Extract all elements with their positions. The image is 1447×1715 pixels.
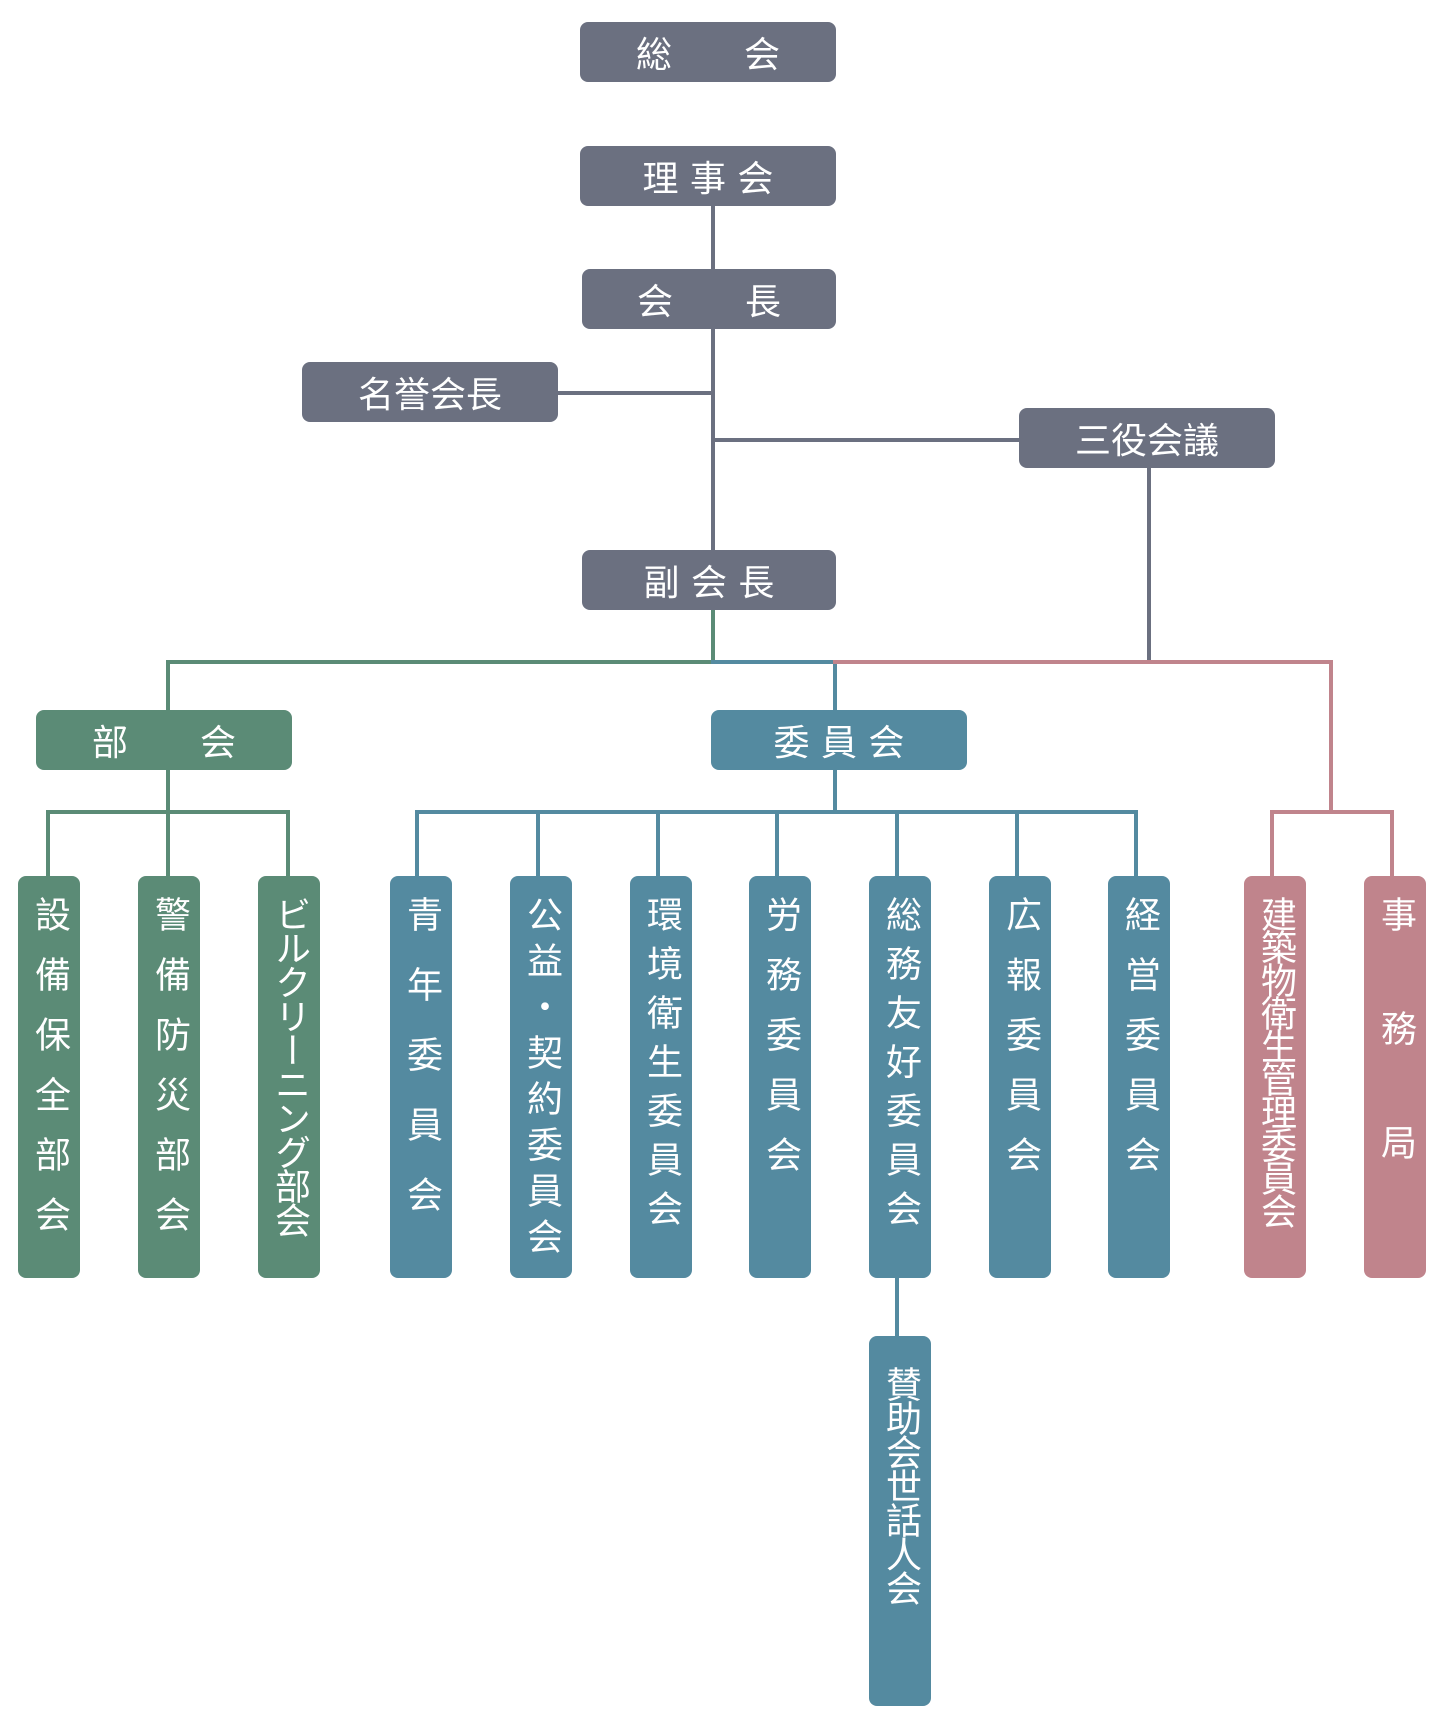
iinkai-item-koueki: 公益・契約委員会 — [510, 876, 572, 1278]
sanjo-sewanin-box: 賛助会世話人会 — [869, 1336, 931, 1706]
iinkai-item-label: 青年委員会 — [401, 896, 442, 1246]
bukai-item-setsubi: 設備保全部会 — [18, 876, 80, 1278]
iinkai-item-soumu: 総務友好委員会 — [869, 876, 931, 1278]
iinkai-item-label: 労務委員会 — [760, 896, 801, 1196]
iinkai-item-label: 公益・契約委員会 — [521, 896, 562, 1264]
meiyo-kaicho-box: 名誉会長 — [302, 362, 558, 422]
soukai-box: 総 会 — [580, 22, 836, 82]
connector-bukai — [46, 608, 715, 878]
sanyaku-kaigi-label: 三役会議 — [1074, 421, 1219, 462]
kaicho-box: 会 長 — [582, 269, 836, 329]
iinkai-item-keiei: 経営委員会 — [1108, 876, 1170, 1278]
bukai-label: 部 会 — [91, 723, 236, 764]
iinkai-item-label: 環境衛生委員会 — [641, 896, 682, 1239]
iinkai-item-kankyo: 環境衛生委員会 — [630, 876, 692, 1278]
office-item-kenchikubutsu: 建築物衛生管理委員会 — [1244, 876, 1306, 1278]
iinkai-item-label: 経営委員会 — [1119, 896, 1160, 1196]
iinkai-label: 委 員 会 — [773, 723, 905, 764]
iinkai-item-seinen: 青年委員会 — [390, 876, 452, 1278]
bukai-item-label: ビルクリーニング部会 — [269, 896, 310, 1236]
fuku-kaicho-label: 副 会 長 — [643, 563, 775, 604]
kaicho-label: 会 長 — [636, 282, 781, 323]
sanyaku-kaigi-box: 三役会議 — [1019, 408, 1275, 468]
iinkai-item-kouhou: 広報委員会 — [989, 876, 1051, 1278]
connector-gray — [554, 202, 1151, 664]
bukai-item-label: 警備防災部会 — [149, 896, 190, 1256]
fuku-kaicho-box: 副 会 長 — [582, 550, 836, 610]
office-item-label: 建築物衛生管理委員会 — [1255, 896, 1296, 1226]
bukai-item-keibi: 警備防災部会 — [138, 876, 200, 1278]
rijikai-label: 理 事 会 — [642, 159, 774, 200]
bukai-item-label: 設備保全部会 — [29, 896, 70, 1256]
connector-office — [833, 660, 1394, 878]
soukai-label: 総 会 — [635, 35, 780, 76]
rijikai-box: 理 事 会 — [580, 146, 836, 206]
office-item-jimukyoku: 事務局 — [1364, 876, 1426, 1278]
iinkai-item-label: 広報委員会 — [1000, 896, 1041, 1196]
bukai-item-building-cleaning: ビルクリーニング部会 — [258, 876, 320, 1278]
sanjo-sewanin-label: 賛助会世話人会 — [880, 1366, 921, 1604]
iinkai-box: 委 員 会 — [711, 710, 967, 770]
meiyo-kaicho-label: 名誉会長 — [357, 375, 502, 416]
iinkai-item-label: 総務友好委員会 — [880, 896, 921, 1239]
iinkai-item-roumu: 労務委員会 — [749, 876, 811, 1278]
bukai-box: 部 会 — [36, 710, 292, 770]
office-item-label: 事務局 — [1375, 896, 1416, 1238]
